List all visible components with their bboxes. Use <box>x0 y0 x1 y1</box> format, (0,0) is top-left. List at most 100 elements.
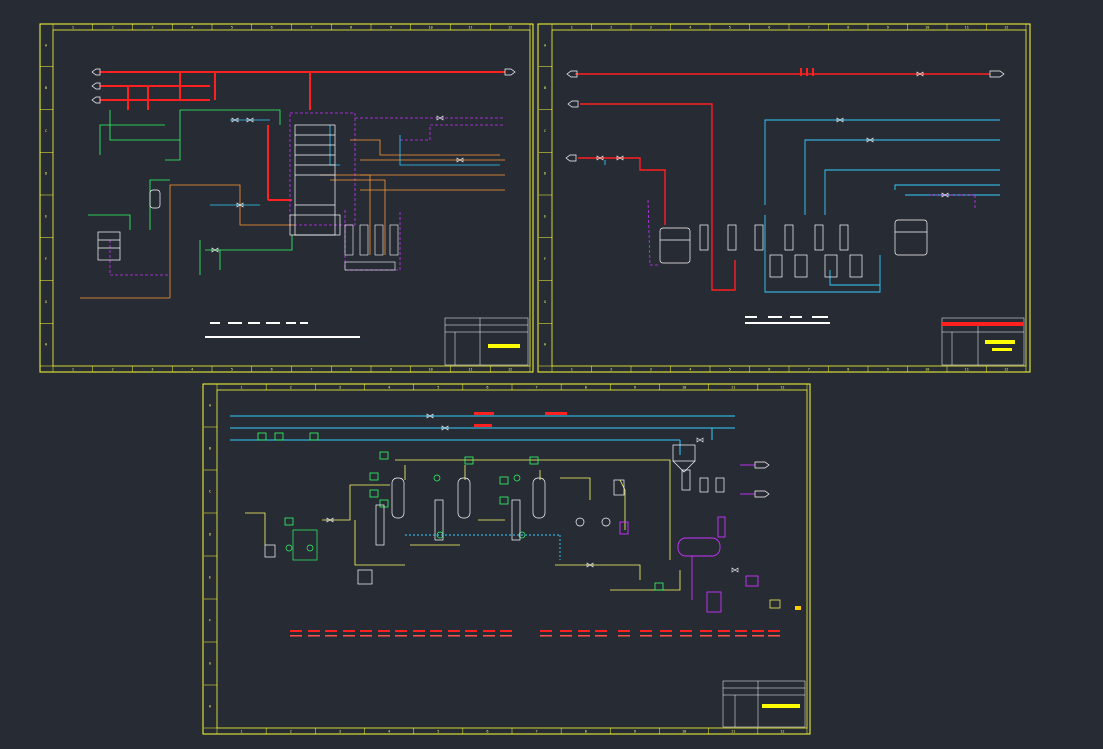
equipment-tag <box>752 630 764 632</box>
cyan-distribution-lines <box>604 119 1000 293</box>
equipment-tag <box>308 630 320 632</box>
ruler-number: 7 <box>536 386 538 390</box>
ruler-number: 6 <box>271 26 273 30</box>
equipment-tag-sub <box>540 635 552 637</box>
ruler-number: 2 <box>112 26 114 30</box>
equipment-tag <box>500 630 512 632</box>
ruler-number: 3 <box>151 368 153 372</box>
ruler-number: 6 <box>486 730 488 734</box>
equipment-tag <box>395 630 407 632</box>
ruler-letter: B <box>544 86 546 90</box>
ruler-number: 3 <box>339 386 341 390</box>
feed-lines <box>245 459 681 591</box>
condensate-lines <box>80 139 505 299</box>
ruler-number: 7 <box>808 26 810 30</box>
ruler-number: 12 <box>1004 368 1008 372</box>
sheet-1-notes <box>205 322 360 338</box>
equipment-tag <box>465 630 477 632</box>
ruler-number: 1 <box>241 730 243 734</box>
ruler-number: 12 <box>1004 26 1008 30</box>
ruler-number: 6 <box>271 368 273 372</box>
equipment-tag <box>660 630 672 632</box>
ruler-number: 1 <box>571 368 573 372</box>
ruler-number: 11 <box>731 730 735 734</box>
cyan-headers <box>230 415 735 455</box>
sheet-2-outer-frame <box>537 23 1031 373</box>
equipment-tag-sub <box>560 635 572 637</box>
ruler-letter: F <box>209 619 211 623</box>
ruler-number: 5 <box>729 368 731 372</box>
ruler-letter: B <box>45 86 47 90</box>
equipment-tag-sub <box>325 635 337 637</box>
equipment-tag <box>540 630 552 632</box>
equipment-tag-row <box>290 630 780 637</box>
equipment-tag <box>290 630 302 632</box>
ruler-number: 7 <box>808 368 810 372</box>
cooling-tower <box>289 124 341 236</box>
ruler-number: 6 <box>486 386 488 390</box>
ruler-number: 11 <box>965 26 969 30</box>
ruler-number: 2 <box>290 730 292 734</box>
vapor-lines <box>109 112 505 276</box>
ruler-number: 2 <box>610 368 612 372</box>
ruler-number: 10 <box>429 26 433 30</box>
equipment-tag <box>560 630 572 632</box>
ruler-letter: E <box>209 576 211 580</box>
equipment-tag <box>378 630 390 632</box>
ruler-letter: G <box>544 300 546 304</box>
ruler-number: 11 <box>468 26 472 30</box>
equipment-tag <box>578 630 590 632</box>
ruler-number: 10 <box>925 368 929 372</box>
ruler-number: 2 <box>290 386 292 390</box>
equipment-tag-sub <box>343 635 355 637</box>
red-tags-top <box>474 412 567 427</box>
ruler-letter: G <box>45 300 47 304</box>
ruler-number: 9 <box>887 26 889 30</box>
ruler-number: 8 <box>847 26 849 30</box>
steam-header-lines <box>100 71 505 201</box>
equipment-tag-sub <box>378 635 390 637</box>
sheet-2-valves <box>596 71 949 198</box>
sheet-1-title-block <box>444 317 529 366</box>
equipment-tag-sub <box>483 635 495 637</box>
ruler-letter: G <box>209 662 211 666</box>
equipment-tag-sub <box>308 635 320 637</box>
sheet-2-ruler-ticks <box>539 23 1027 372</box>
equipment-tag-sub <box>290 635 302 637</box>
green-instrument-boxes <box>257 432 664 591</box>
ruler-letter: F <box>544 257 546 261</box>
cyan-vacuum-lines <box>405 534 561 560</box>
sheet-2-inner-frame <box>551 29 1027 367</box>
equipment-tag <box>448 630 460 632</box>
ruler-number: 3 <box>339 730 341 734</box>
sheet-2-title-block <box>941 317 1025 366</box>
ruler-number: 7 <box>536 730 538 734</box>
ruler-letter: C <box>209 490 211 494</box>
ruler-number: 9 <box>634 730 636 734</box>
equipment-tag <box>640 630 652 632</box>
equipment-tag-sub <box>618 635 630 637</box>
pump-group <box>344 224 399 271</box>
ruler-number: 8 <box>585 386 587 390</box>
ruler-letter: H <box>544 343 546 347</box>
ruler-number: 2 <box>610 26 612 30</box>
ruler-letter: C <box>45 129 47 133</box>
ruler-number: 2 <box>112 368 114 372</box>
equipment-tag-sub <box>595 635 607 637</box>
steam-main-line <box>575 73 990 291</box>
sheet-3-outer-frame <box>202 383 811 735</box>
equipment-tag <box>413 630 425 632</box>
ruler-letter: D <box>45 172 47 176</box>
ruler-number: 11 <box>468 368 472 372</box>
ruler-number: 1 <box>571 26 573 30</box>
mixer-tank <box>672 444 725 493</box>
ruler-number: 11 <box>731 386 735 390</box>
ruler-number: 6 <box>768 368 770 372</box>
ruler-letter: D <box>209 533 211 537</box>
ruler-number: 1 <box>72 26 74 30</box>
